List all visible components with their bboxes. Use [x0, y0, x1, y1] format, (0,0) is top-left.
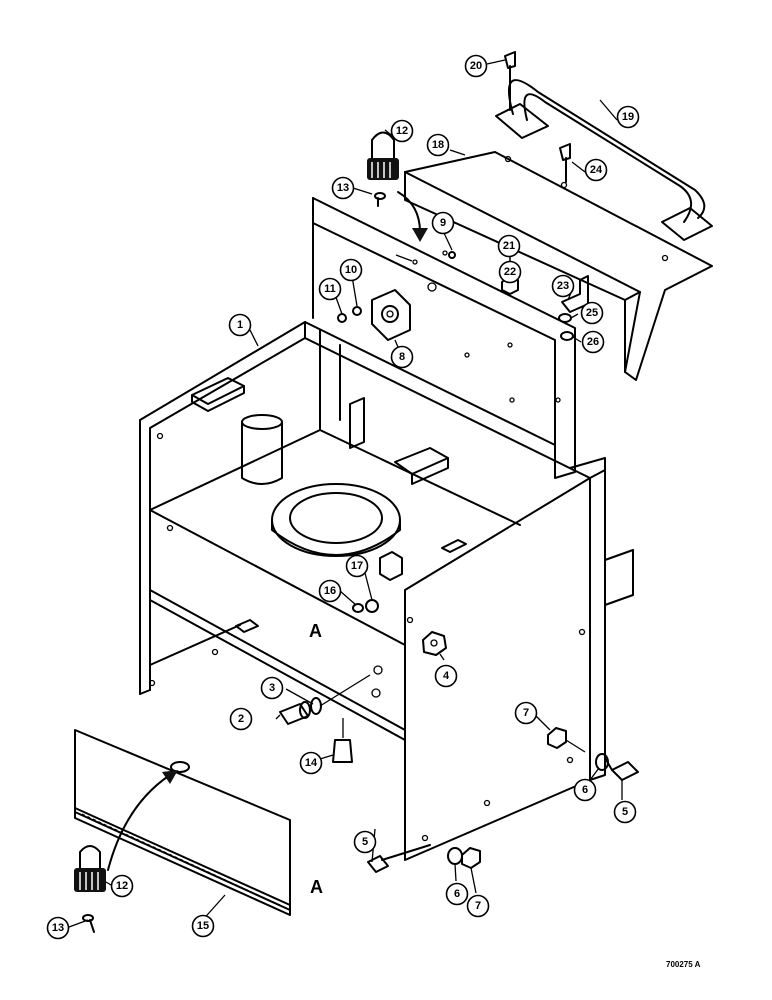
callout-label: 26 [587, 336, 599, 348]
lift-handle [495, 79, 713, 241]
callout-20: 20 [464, 54, 488, 78]
callout-label: 12 [396, 125, 408, 137]
callout-label: 18 [432, 139, 444, 151]
callout-21: 21 [497, 234, 521, 258]
callout-label: 14 [305, 757, 318, 769]
callout-13-top: 13 [331, 176, 355, 200]
callout-label: 23 [557, 280, 569, 292]
callout-label: 20 [470, 60, 482, 72]
callout-label: 10 [345, 264, 357, 276]
callout-label: 7 [523, 707, 529, 719]
callout-19: 19 [616, 105, 640, 129]
callout-5-bottom: 5 [353, 830, 377, 854]
callout-label: 5 [362, 836, 368, 848]
callout-12-top: 12 [390, 119, 414, 143]
callout-16: 16 [318, 579, 342, 603]
leader-lines [68, 59, 623, 928]
callout-label: 21 [503, 240, 515, 252]
figure-code: 700275 A [666, 960, 701, 969]
front-cover [74, 729, 291, 916]
callout-label: 2 [238, 713, 244, 725]
callout-label: 8 [399, 351, 405, 363]
callout-label: 5 [622, 806, 628, 818]
callout-18: 18 [426, 133, 450, 157]
callout-6-bottom: 6 [445, 882, 469, 906]
callout-2: 2 [229, 707, 253, 731]
callout-1: 1 [228, 313, 252, 337]
callout-label: 13 [337, 182, 349, 194]
callout-14: 14 [299, 751, 323, 775]
battery-box [139, 321, 634, 861]
callout-label: 17 [351, 560, 363, 572]
callout-22: 22 [498, 260, 522, 284]
callout-label: 15 [197, 920, 209, 932]
section-marker-a-upper: A [309, 621, 322, 641]
callout-5-right: 5 [613, 800, 637, 824]
callout-label: 6 [582, 784, 588, 796]
callout-label: 24 [590, 164, 603, 176]
callout-label: 19 [622, 111, 634, 123]
callout-23: 23 [551, 274, 575, 298]
callout-9: 9 [431, 211, 455, 235]
callout-label: 11 [324, 283, 336, 295]
callout-26: 26 [581, 330, 605, 354]
callout-6-right: 6 [573, 778, 597, 802]
callout-label: 12 [116, 880, 128, 892]
callout-24: 24 [584, 158, 608, 182]
callout-8: 8 [390, 345, 414, 369]
callout-17: 17 [345, 554, 369, 578]
callout-label: 9 [440, 217, 446, 229]
callout-label: 16 [324, 585, 336, 597]
hinged-lid [304, 197, 576, 479]
callout-label: 13 [52, 922, 64, 934]
callout-4: 4 [434, 664, 458, 688]
section-marker-a-lower: A [310, 877, 323, 897]
callout-label: 4 [443, 670, 450, 682]
padlock-bottom [74, 845, 106, 933]
callout-15: 15 [191, 914, 215, 938]
callout-12-bottom: 12 [110, 874, 134, 898]
callout-13-bottom: 13 [46, 916, 70, 940]
callout-7-right: 7 [514, 701, 538, 725]
fasteners [279, 51, 639, 873]
callout-label: 3 [269, 682, 275, 694]
callout-25: 25 [580, 301, 604, 325]
callout-7-bottom: 7 [466, 894, 490, 918]
callout-10: 10 [339, 258, 363, 282]
callout-label: 6 [454, 888, 460, 900]
callout-label: 25 [586, 307, 598, 319]
callout-label: 1 [237, 319, 243, 331]
callout-11: 11 [318, 277, 342, 301]
callout-label: 22 [504, 266, 516, 278]
padlock-top [367, 131, 428, 242]
callout-3: 3 [260, 676, 284, 700]
callout-label: 7 [475, 900, 481, 912]
